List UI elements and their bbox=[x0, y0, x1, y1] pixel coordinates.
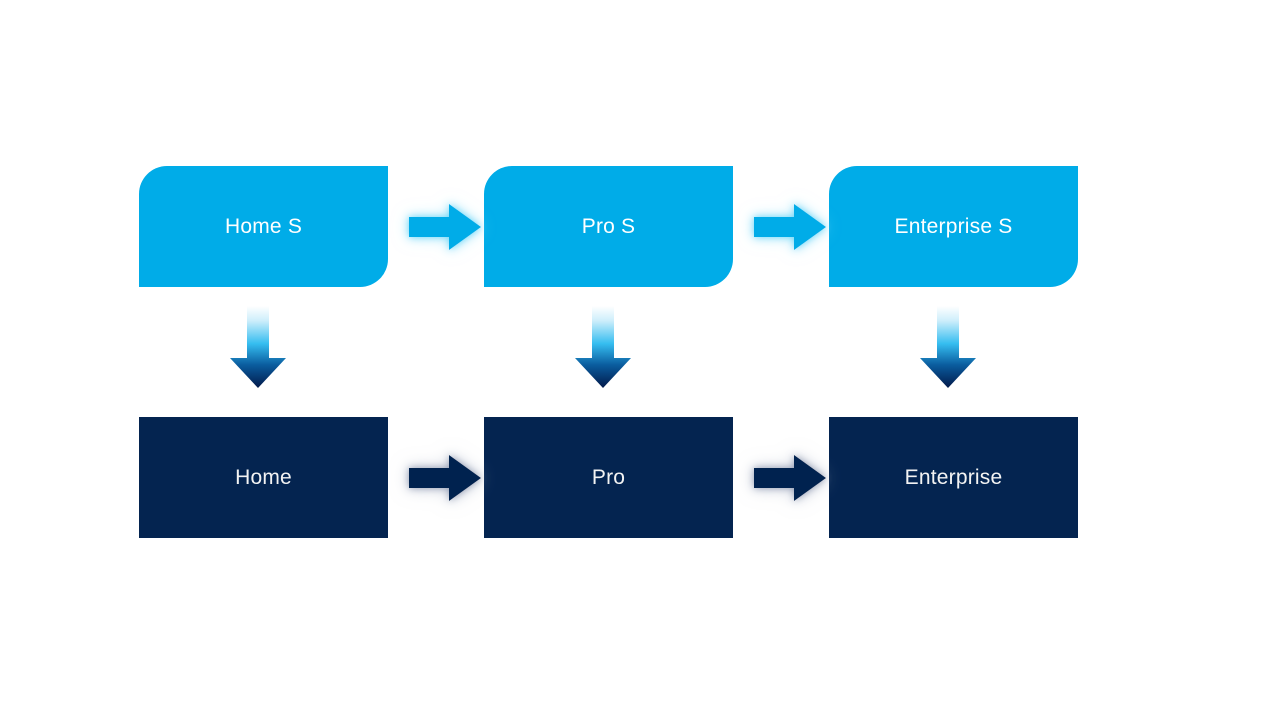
node-enterprise-label: Enterprise bbox=[904, 465, 1003, 489]
arrow-right-icon-pro-s-to-enterprise-s bbox=[750, 201, 830, 253]
node-enterprise[interactable]: Enterprise bbox=[829, 417, 1078, 538]
node-home-label: Home bbox=[235, 465, 292, 489]
node-home-s[interactable]: Home S bbox=[139, 166, 388, 287]
node-pro-label: Pro bbox=[591, 465, 626, 489]
node-pro-s[interactable]: Pro S bbox=[484, 166, 733, 287]
arrow-down-icon-enterprise-s-to-enterprise bbox=[916, 306, 980, 390]
node-home[interactable]: Home bbox=[139, 417, 388, 538]
node-enterprise-s-label: Enterprise S bbox=[894, 214, 1013, 238]
arrow-down-icon-home-s-to-home bbox=[226, 306, 290, 390]
arrow-right-icon-home-s-to-pro-s bbox=[405, 201, 485, 253]
node-home-s-label: Home S bbox=[224, 214, 303, 238]
node-pro[interactable]: Pro bbox=[484, 417, 733, 538]
node-enterprise-s[interactable]: Enterprise S bbox=[829, 166, 1078, 287]
arrow-down-icon-pro-s-to-pro bbox=[571, 306, 635, 390]
arrow-right-icon-pro-to-enterprise bbox=[750, 452, 830, 504]
node-pro-s-label: Pro S bbox=[581, 214, 636, 238]
arrow-right-icon-home-to-pro bbox=[405, 452, 485, 504]
